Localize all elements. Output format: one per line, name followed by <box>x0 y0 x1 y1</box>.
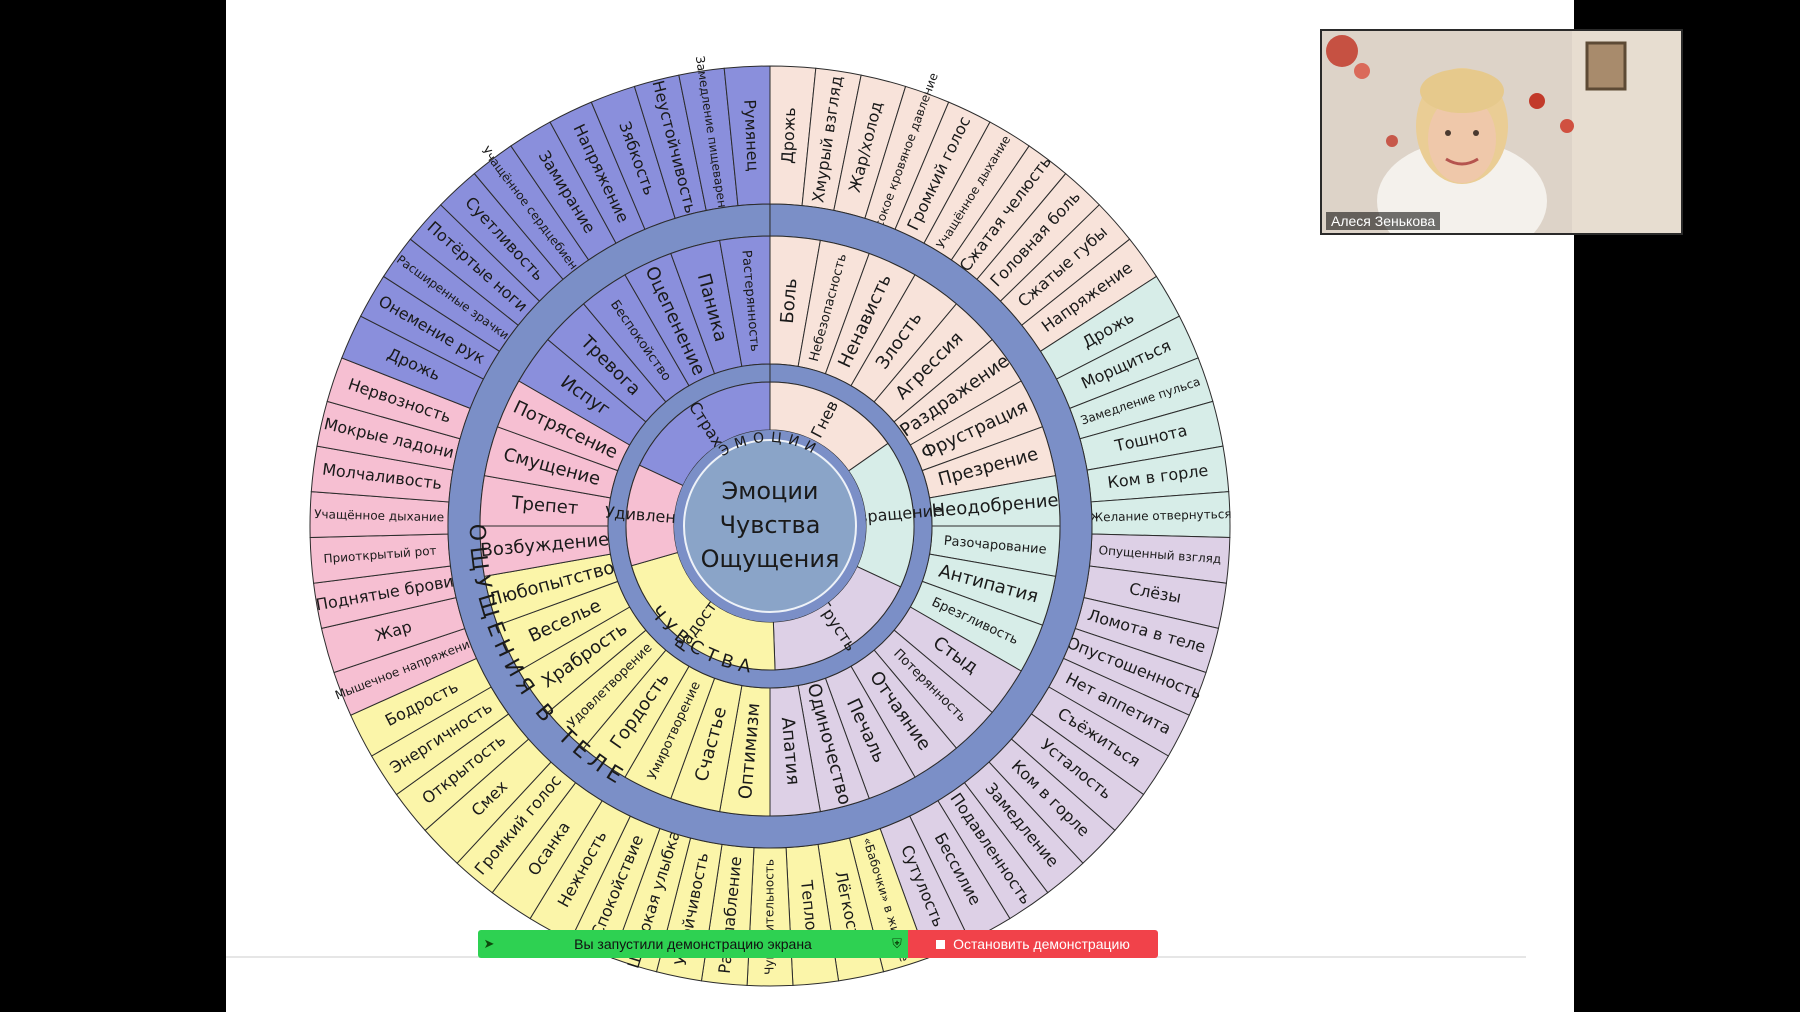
center-title-line: Чувства <box>720 511 821 539</box>
feeling-label: Боль <box>777 277 802 324</box>
participant-video-frame <box>1322 31 1681 233</box>
stop-share-label: Остановить демонстрацию <box>953 936 1130 952</box>
pin-icon[interactable]: ➤ <box>483 936 495 951</box>
participant-video-tile[interactable]: Алеся Зенькова <box>1320 29 1683 235</box>
share-status-label: Вы запустили демонстрацию экрана <box>574 936 812 952</box>
stop-icon <box>936 939 946 949</box>
sensation-label: Дрожь <box>778 107 800 164</box>
share-status-badge: ➤ Вы запустили демонстрацию экрана ⛨ <box>478 930 908 958</box>
sensation-label: Учащённое дыхание <box>314 507 444 524</box>
center-title-line: Эмоции <box>721 477 818 505</box>
sensation-label: Желание отвернуться <box>1090 507 1232 525</box>
sensation-label: Румянец <box>740 99 763 172</box>
center-title-line: Ощущения <box>701 545 840 573</box>
screen-share-toolbar: ➤ Вы запустили демонстрацию экрана ⛨ Ост… <box>478 930 1158 958</box>
participant-name: Алеся Зенькова <box>1326 212 1441 230</box>
center-disc <box>683 439 857 613</box>
shield-icon[interactable]: ⛨ <box>892 936 902 951</box>
stop-share-button[interactable]: Остановить демонстрацию <box>908 930 1158 958</box>
